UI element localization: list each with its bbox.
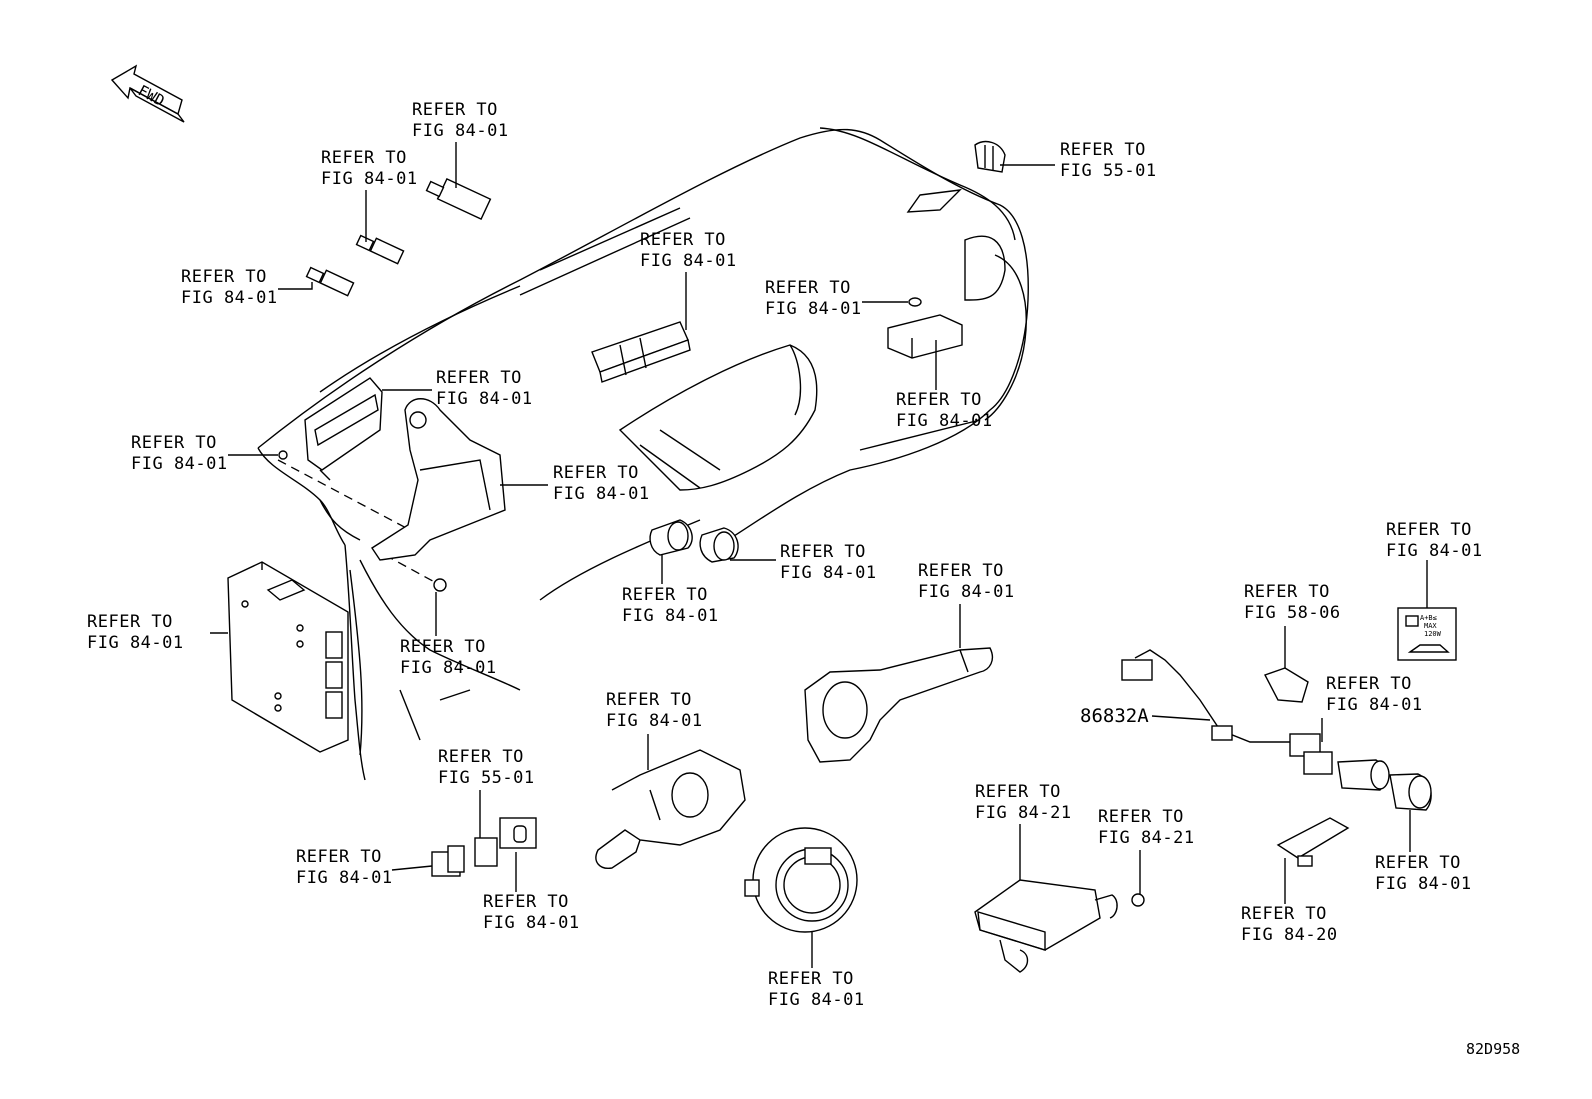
module-right bbox=[887, 297, 963, 359]
connector-part-top-right bbox=[974, 140, 1006, 173]
switch-panel-center bbox=[591, 321, 691, 383]
svg-text:120W: 120W bbox=[1424, 630, 1442, 638]
combination-switch bbox=[804, 647, 994, 763]
caution-label-sticker: A+B≤ MAX 120W bbox=[1397, 607, 1457, 661]
sensor-part-bottom-right bbox=[1276, 817, 1350, 867]
switch-group-bottom-left bbox=[431, 817, 537, 877]
instrument-panel-outline bbox=[257, 127, 1029, 781]
body-ecu-box bbox=[227, 561, 349, 753]
svg-text:MAX: MAX bbox=[1424, 622, 1437, 630]
switch-part-3 bbox=[305, 266, 355, 297]
switch-part-2 bbox=[355, 234, 405, 265]
cover-part bbox=[1264, 667, 1309, 703]
fwd-arrow-icon: FWD bbox=[110, 64, 185, 123]
wire-harness bbox=[1121, 649, 1333, 775]
dashed-guide-line bbox=[277, 459, 411, 531]
power-outlet-pair bbox=[649, 519, 739, 563]
spiral-cable bbox=[744, 827, 858, 933]
airbag-sensor-ecu bbox=[974, 879, 1145, 973]
svg-text:A+B≤: A+B≤ bbox=[1420, 614, 1437, 622]
ignition-switch-assembly bbox=[595, 749, 746, 869]
power-outlet-right bbox=[1337, 759, 1432, 811]
steering-bracket bbox=[371, 398, 506, 592]
switch-part-1 bbox=[425, 177, 492, 221]
ecu-bracket-left bbox=[278, 377, 383, 481]
part-number-label: 86832A bbox=[1080, 705, 1149, 727]
leader-lines bbox=[210, 142, 1428, 968]
diagram-code: 82D958 bbox=[1466, 1040, 1521, 1058]
dashed-guide-line bbox=[384, 554, 441, 586]
